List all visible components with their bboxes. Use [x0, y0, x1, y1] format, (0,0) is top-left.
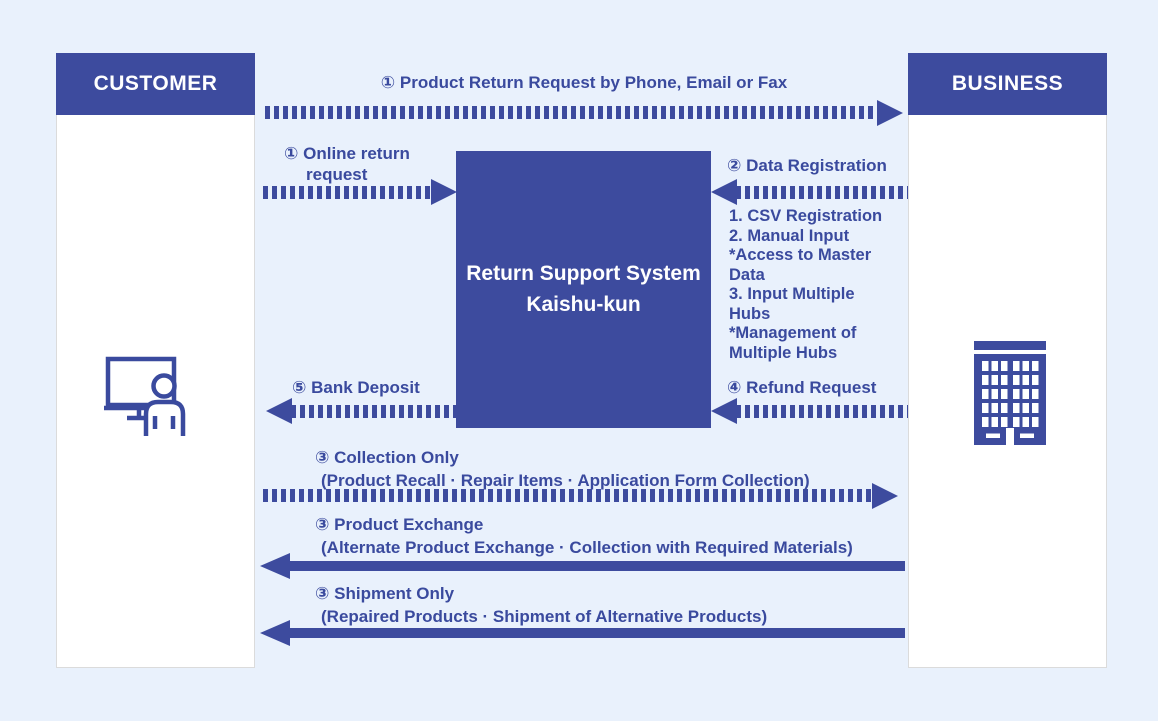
collection-only-arrow-line [263, 489, 872, 502]
system-box-line2: Kaishu-kun [526, 292, 641, 316]
product-exchange-arrowhead [260, 553, 290, 579]
online-request-label: ① Online return request [284, 144, 410, 184]
data-registration-detail-item: *Access to Master Data [729, 246, 872, 284]
business-panel-title: BUSINESS [951, 72, 1064, 95]
data-registration-detail-item: 1. CSV Registration [729, 207, 883, 225]
business-panel-header: BUSINESS [908, 53, 1107, 115]
phone-request-arrowhead [877, 100, 903, 126]
product-exchange-label: ③ Product Exchange [315, 515, 484, 534]
online-request-arrowhead [431, 179, 457, 205]
customer-panel-header: CUSTOMER [56, 53, 255, 115]
data-registration-detail-item: 2. Manual Input [729, 226, 850, 245]
product-exchange-arrow-line [288, 561, 905, 571]
person-at-computer-icon [102, 350, 198, 436]
customer-panel-title: CUSTOMER [93, 72, 218, 95]
shipment-only-arrow-line [288, 628, 905, 638]
bank-deposit-arrowhead [266, 398, 292, 424]
data-registration-arrowhead [711, 179, 737, 205]
data-registration-label: ② Data Registration [727, 156, 887, 175]
bank-deposit-arrow-line [291, 405, 456, 418]
shipment-only-label: ③ Shipment Only [315, 584, 455, 603]
refund-request-arrowhead [711, 398, 737, 424]
system-box: Return Support System Kaishu-kun [456, 151, 711, 428]
data-registration-detail-item: *Management of Multiple Hubs [729, 324, 857, 362]
system-box-line1: Return Support System [466, 262, 701, 286]
refund-request-label: ④ Refund Request [727, 378, 877, 397]
shipment-only-sublabel: (Repaired Products · Shipment of Alterna… [321, 607, 768, 626]
data-registration-arrow-line [736, 186, 908, 199]
collection-only-arrowhead [872, 483, 898, 509]
product-exchange-sublabel: (Alternate Product Exchange · Collection… [321, 538, 853, 557]
phone-request-arrow-line [265, 106, 877, 119]
shipment-only-arrowhead [260, 620, 290, 646]
refund-request-arrow-line [736, 405, 908, 418]
collection-only-label: ③ Collection Only [315, 448, 459, 467]
data-registration-detail-item: 3. Input Multiple Hubs [729, 285, 855, 323]
online-request-arrow-line [263, 186, 432, 199]
bank-deposit-label: ⑤ Bank Deposit [292, 378, 420, 397]
collection-only-sublabel: (Product Recall · Repair Items · Applica… [321, 471, 810, 490]
phone-request-label: ① Product Return Request by Phone, Email… [380, 73, 788, 92]
office-building-icon [974, 341, 1046, 445]
